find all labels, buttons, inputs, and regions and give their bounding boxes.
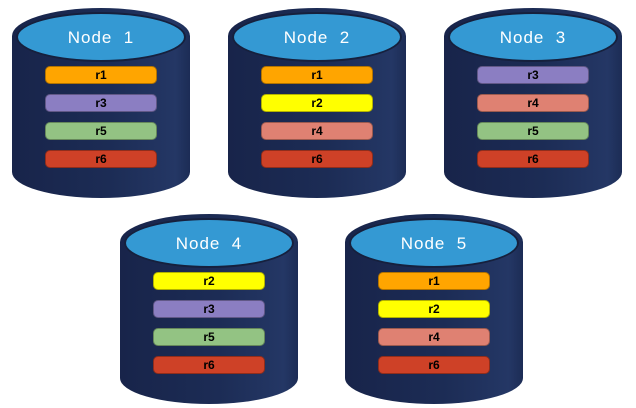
cylinder-top-ellipse: Node 5 — [349, 218, 519, 268]
replica-bar: r5 — [153, 328, 265, 346]
replica-label: r6 — [203, 358, 215, 372]
replica-bar: r6 — [477, 150, 589, 168]
replica-bar: r4 — [378, 328, 490, 346]
replica-label: r6 — [311, 152, 323, 166]
replica-label: r1 — [428, 274, 440, 288]
replica-bar: r6 — [45, 150, 157, 168]
node-label: Node 3 — [499, 28, 567, 47]
replica-label: r1 — [95, 68, 107, 82]
replica-bar: r2 — [153, 272, 265, 290]
replica-bar-list: r1 r2 r4 r6 — [228, 66, 406, 168]
replica-label: r5 — [527, 124, 539, 138]
replica-label: r3 — [527, 68, 539, 82]
cylinder-top-ellipse: Node 2 — [232, 12, 402, 62]
replica-bar: r3 — [153, 300, 265, 318]
replica-bar: r3 — [477, 66, 589, 84]
replica-bar: r3 — [45, 94, 157, 112]
replica-label: r2 — [203, 274, 215, 288]
replica-bar: r5 — [477, 122, 589, 140]
replica-bar: r4 — [261, 122, 373, 140]
node-cylinder: Node 5 r1 r2 r4 r6 — [345, 214, 523, 404]
replica-bar-list: r2 r3 r5 r6 — [120, 272, 298, 374]
replica-bar-list: r1 r2 r4 r6 — [345, 272, 523, 374]
replica-label: r3 — [203, 302, 215, 316]
cylinder-top-ellipse: Node 4 — [124, 218, 294, 268]
node-cylinder: Node 2 r1 r2 r4 r6 — [228, 8, 406, 198]
replica-bar-list: r3 r4 r5 r6 — [444, 66, 622, 168]
node-label: Node 5 — [400, 234, 468, 253]
replica-bar: r6 — [261, 150, 373, 168]
replica-label: r6 — [95, 152, 107, 166]
node-cylinder: Node 1 r1 r3 r5 r6 — [12, 8, 190, 198]
replica-label: r4 — [311, 124, 323, 138]
replica-bar: r1 — [378, 272, 490, 290]
replica-bar-list: r1 r3 r5 r6 — [12, 66, 190, 168]
replica-bar: r6 — [378, 356, 490, 374]
replica-bar: r4 — [477, 94, 589, 112]
replica-label: r5 — [203, 330, 215, 344]
node-cylinder: Node 3 r3 r4 r5 r6 — [444, 8, 622, 198]
node-label: Node 2 — [283, 28, 351, 47]
replica-label: r1 — [311, 68, 323, 82]
replica-label: r2 — [428, 302, 440, 316]
replica-label: r6 — [428, 358, 440, 372]
node-label: Node 4 — [175, 234, 243, 253]
replica-label: r4 — [527, 96, 539, 110]
cylinder-top-ellipse: Node 1 — [16, 12, 186, 62]
replica-bar: r1 — [45, 66, 157, 84]
replica-bar: r1 — [261, 66, 373, 84]
replica-label: r4 — [428, 330, 440, 344]
replica-label: r3 — [95, 96, 107, 110]
replica-label: r5 — [95, 124, 107, 138]
replica-bar: r5 — [45, 122, 157, 140]
replica-bar: r6 — [153, 356, 265, 374]
cylinder-top-ellipse: Node 3 — [448, 12, 618, 62]
node-cylinder: Node 4 r2 r3 r5 r6 — [120, 214, 298, 404]
replica-bar: r2 — [378, 300, 490, 318]
replica-label: r6 — [527, 152, 539, 166]
replica-bar: r2 — [261, 94, 373, 112]
node-label: Node 1 — [67, 28, 135, 47]
replica-label: r2 — [311, 96, 323, 110]
